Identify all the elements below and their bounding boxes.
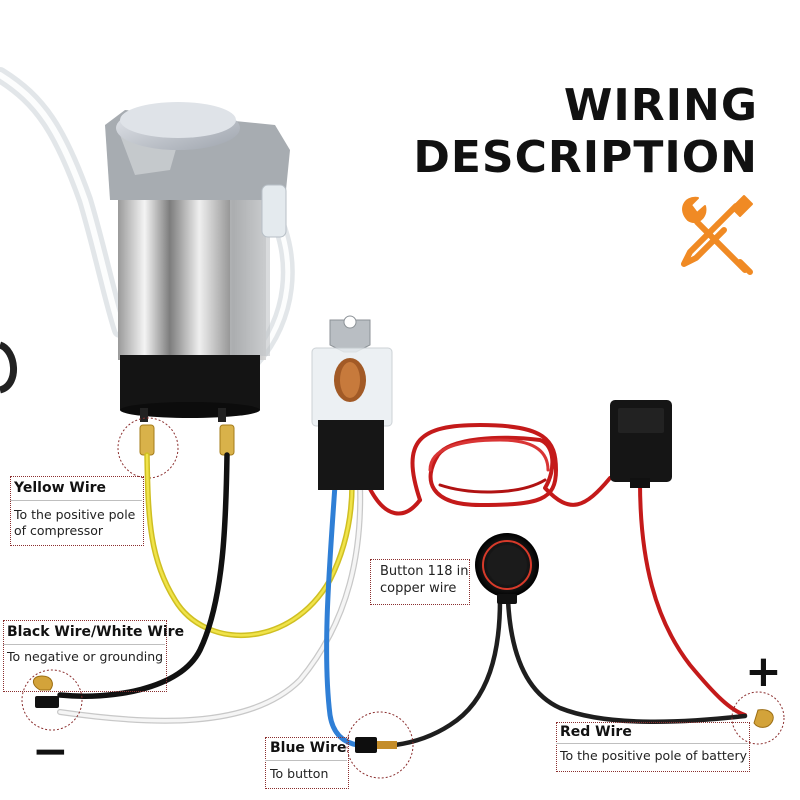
battery-terminal <box>753 709 774 728</box>
red-wire-callout <box>556 722 750 772</box>
red-wire-battery <box>638 480 747 717</box>
spade-terminals <box>139 424 235 456</box>
title-line-1: WIRING <box>563 80 758 131</box>
red-wire-divider <box>556 743 748 744</box>
black-white-wire-divider <box>3 644 165 645</box>
ground-terminal-callout <box>21 669 83 731</box>
red-wire-desc: To the positive pole of battery <box>560 748 747 763</box>
wrench-screwdriver-icon <box>681 195 753 275</box>
button-desc-2: copper wire <box>380 581 457 596</box>
black-white-wire-title: Black Wire/White Wire <box>7 624 185 640</box>
battery-terminal-callout <box>731 691 785 745</box>
yellow-wire-divider <box>10 500 142 501</box>
blue-wire-connector <box>355 737 397 753</box>
black-white-wire-desc: To negative or grounding <box>7 649 164 664</box>
red-wire-relay <box>366 483 422 516</box>
fuse-holder <box>610 400 672 488</box>
yellow-wire-title: Yellow Wire <box>14 480 107 496</box>
blue-connector-callout <box>346 711 414 779</box>
button-wire-black <box>392 597 503 748</box>
minus-sign: − <box>32 726 69 777</box>
black-white-wire-callout <box>3 620 167 692</box>
air-compressor <box>105 102 290 422</box>
yellow-wire-desc-2: of compressor <box>14 523 104 538</box>
red-wire-coil <box>410 423 612 507</box>
blue-wire-desc: To button <box>270 766 329 781</box>
yellow-wire-desc-1: To the positive pole <box>14 507 136 522</box>
terminal-callout <box>117 417 179 479</box>
title-line-2: DESCRIPTION <box>413 132 758 183</box>
mount-ring-edge <box>0 341 17 394</box>
push-button <box>475 533 539 604</box>
plus-sign: + <box>745 646 782 697</box>
blue-wire <box>324 482 361 748</box>
blue-wire-callout <box>265 737 349 789</box>
relay <box>311 315 393 490</box>
blue-wire-divider <box>265 760 347 761</box>
button-desc-1: Button 118 in <box>380 564 469 579</box>
button-wire-red <box>505 597 748 724</box>
black-wire <box>57 452 230 699</box>
button-callout <box>370 559 470 605</box>
red-wire-title: Red Wire <box>560 724 632 740</box>
ground-terminals <box>33 675 59 708</box>
yellow-wire-callout <box>10 476 144 546</box>
blue-wire-title: Blue Wire <box>270 740 347 756</box>
